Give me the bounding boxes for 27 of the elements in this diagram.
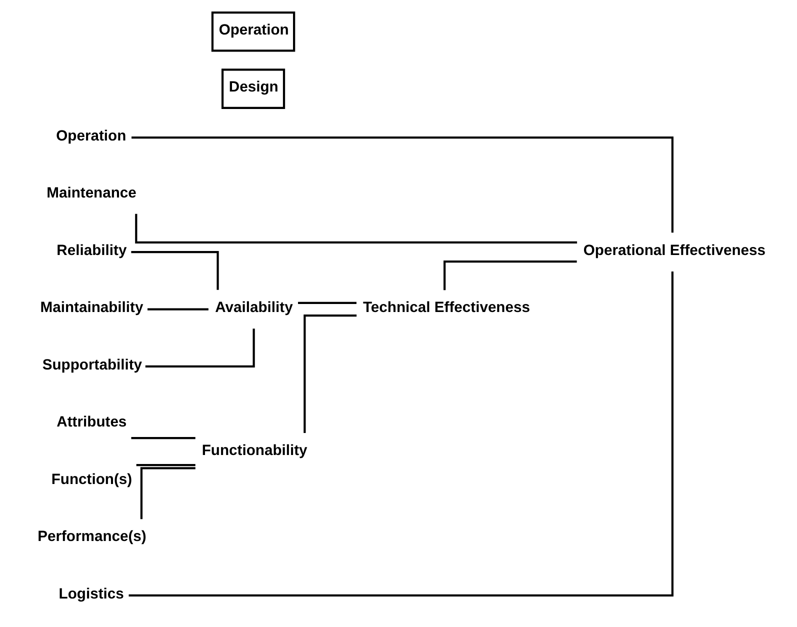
node-text: Functionability	[201, 443, 307, 460]
node-text: Availability	[214, 300, 292, 316]
node-text: Operation	[56, 128, 126, 144]
connector	[147, 308, 208, 310]
node-text: Maintainability	[40, 300, 143, 316]
connector	[303, 314, 356, 434]
connector	[140, 467, 195, 520]
node-text: Supportability	[42, 357, 142, 374]
connector	[443, 260, 576, 290]
connector	[131, 136, 673, 233]
node-text: Maintenance	[46, 186, 136, 202]
connector	[136, 464, 195, 466]
node-text: Attributes	[56, 414, 126, 431]
connector	[298, 302, 356, 304]
node-box: Design	[220, 68, 285, 109]
node-text: Reliability	[56, 242, 126, 259]
node-box: Operation	[210, 11, 295, 52]
node-text: Logistics	[58, 586, 124, 602]
connector	[144, 328, 254, 368]
node-text: Function(s)	[50, 472, 132, 488]
connector	[134, 214, 577, 244]
node-text: Performance(s)	[37, 529, 146, 546]
node-text: Technical Effectiveness	[362, 300, 530, 316]
node-text: Operational Effectiveness	[582, 242, 766, 259]
connector	[130, 250, 218, 290]
connector	[128, 271, 673, 596]
connector	[130, 436, 195, 440]
